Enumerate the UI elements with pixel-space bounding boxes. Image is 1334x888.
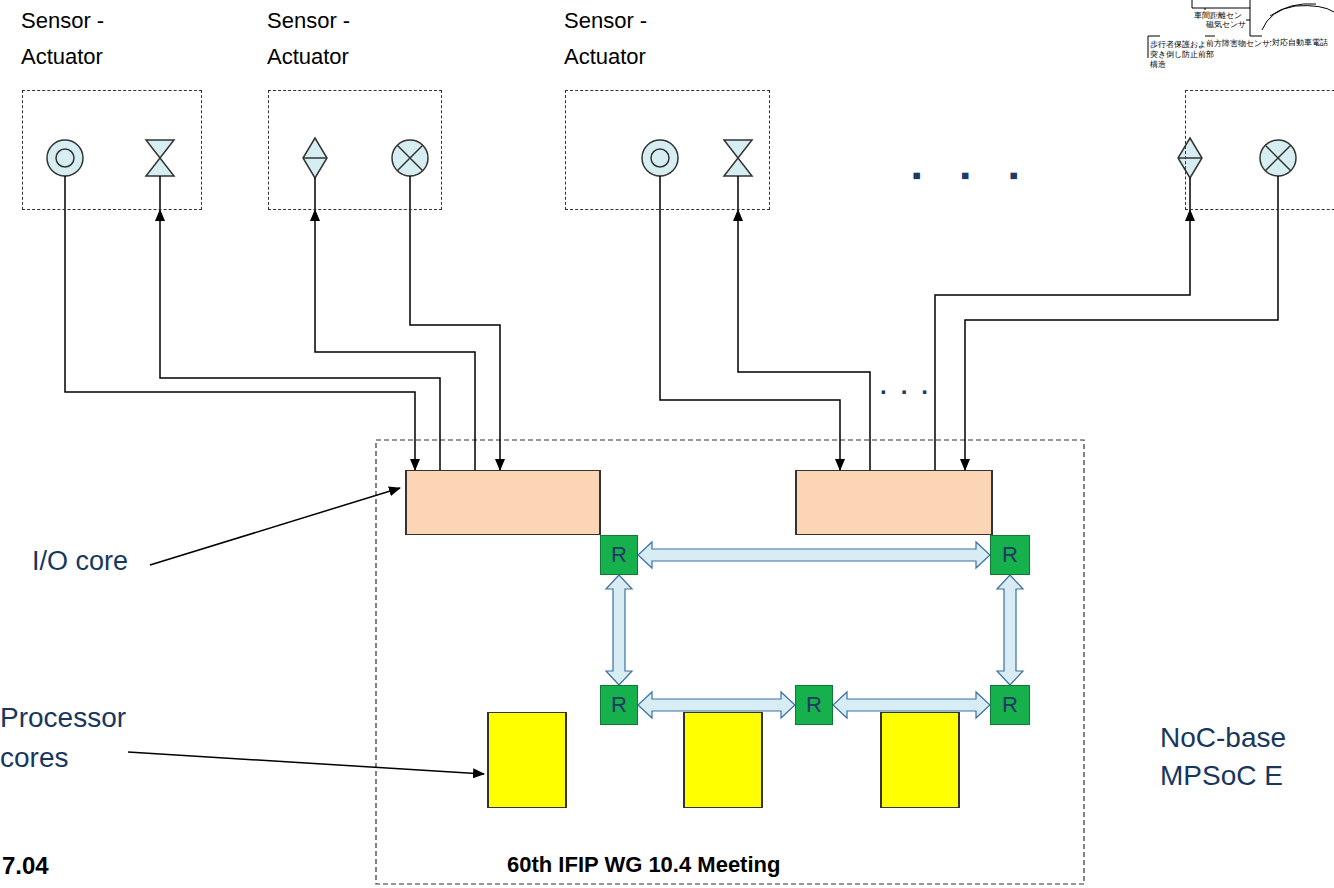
noc-link	[638, 542, 990, 568]
sensor-symbol	[392, 140, 428, 176]
slide-title-fragment: NoC-base	[1160, 722, 1286, 754]
date-fragment: 7.04	[2, 852, 49, 880]
sensor-symbol	[1260, 140, 1296, 176]
router: R	[990, 685, 1030, 725]
sensor-actuator-box: Sensor -Actuator	[268, 90, 442, 210]
router-label: R	[1002, 694, 1018, 716]
signal-wire	[315, 210, 475, 470]
sensor-actuator-box: Sensor -Actuator	[22, 90, 202, 210]
router-label: R	[1002, 544, 1018, 566]
noc-link	[997, 575, 1023, 685]
processor-core	[487, 712, 567, 808]
node-heading: Sensor -Actuator	[564, 3, 694, 75]
callout-label: Processor cores	[0, 698, 135, 778]
router-label: R	[611, 694, 627, 716]
io-core	[405, 470, 601, 535]
illustration-label: 磁気センサ	[1206, 19, 1246, 30]
sensor-symbol	[642, 140, 678, 176]
signal-wire	[935, 210, 1190, 470]
chip-boundary	[376, 440, 1084, 884]
slide-title-fragment: MPSoC E	[1160, 760, 1283, 792]
sensor-actuator-box: Sensor -Actuator	[565, 90, 770, 210]
actuator-symbol	[1178, 138, 1202, 178]
router: R	[990, 535, 1030, 575]
signal-wire	[65, 210, 415, 470]
router: R	[795, 685, 833, 725]
node-heading: Sensor -Actuator	[267, 3, 397, 75]
processor-core	[880, 712, 960, 808]
sensor-actuator-box	[1185, 90, 1334, 210]
sensor-symbol	[47, 140, 83, 176]
leader-line	[128, 752, 484, 774]
actuator-symbol	[303, 138, 327, 178]
footer-text: 60th IFIP WG 10.4 Meeting	[505, 852, 782, 878]
wire-stubs	[65, 176, 1278, 210]
node-heading: Sensor -Actuator	[21, 3, 151, 75]
signal-wire	[965, 210, 1278, 470]
signal-wire	[660, 210, 840, 470]
leader-line	[150, 488, 400, 565]
actuator-symbol	[724, 140, 752, 176]
signal-wire	[738, 210, 870, 470]
signal-wire	[160, 210, 440, 470]
actuator-symbol	[146, 140, 174, 176]
illustration-label: 前方障害物センサ	[1206, 38, 1270, 49]
signal-wire	[410, 210, 500, 470]
router: R	[600, 535, 638, 575]
ellipsis-mark: ▪ ▪ ▪	[912, 160, 1018, 191]
router-label: R	[611, 544, 627, 566]
noc-link	[606, 575, 632, 685]
callout-label: I/O core	[32, 546, 128, 577]
processor-core	[683, 712, 763, 808]
router: R	[600, 685, 638, 725]
io-core	[795, 470, 993, 535]
router-label: R	[806, 694, 822, 716]
ellipsis-mark: · · ·	[880, 378, 929, 406]
